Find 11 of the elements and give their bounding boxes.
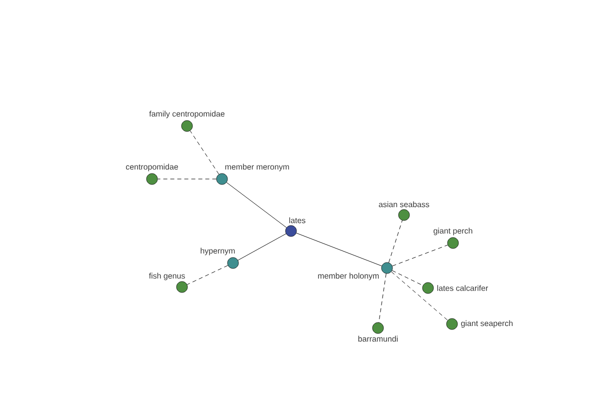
connector-line: [190, 130, 220, 174]
connector-line: [186, 265, 228, 285]
connector-line: [391, 271, 448, 321]
connector-line: [388, 220, 403, 263]
connector-line: [392, 244, 448, 266]
connector-line: [392, 270, 424, 286]
connector-line: [378, 273, 386, 323]
connector-line: [157, 178, 217, 180]
connector-line: [238, 234, 286, 260]
connector-line: [226, 182, 287, 228]
connector-line: [296, 232, 382, 266]
